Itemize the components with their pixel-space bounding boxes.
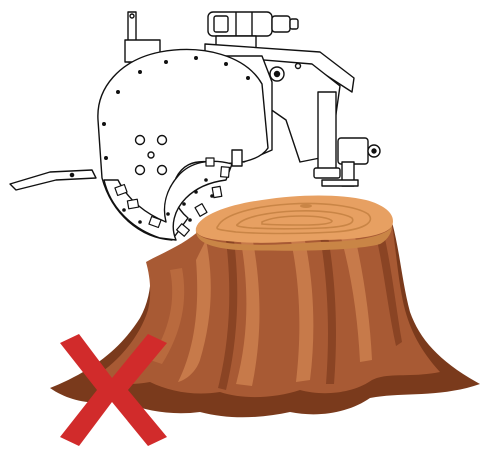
illustration-svg <box>0 0 482 449</box>
illustration-canvas <box>0 0 482 449</box>
